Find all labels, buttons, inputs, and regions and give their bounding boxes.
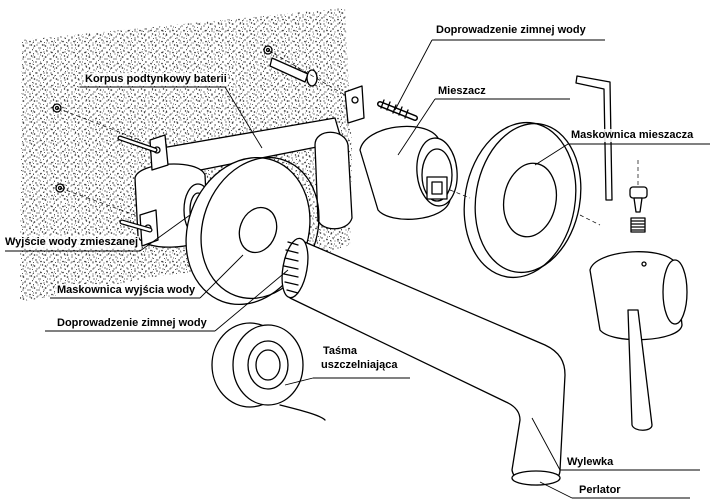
label-mixed-water-outlet: Wyjście wody zmieszanej [4,236,140,249]
spout-drawing [281,237,566,486]
axis-lines [56,49,639,226]
mixer-cover-drawing [463,121,582,279]
hex-key-drawing [575,75,648,233]
label-cold-water-supply-bottom: Doprowadzenie zimnej wody [56,317,208,330]
label-outlet-cover: Maskownica wyjścia wody [56,284,197,297]
label-concealed-body: Korpus podtynkowy baterii [84,73,228,86]
label-sealing-tape-line1: Taśma [322,345,359,358]
concealed-body-drawing [134,85,365,248]
label-mixer-cover: Maskownica mieszacza [570,129,695,142]
mixer-drawing [359,125,458,220]
sealing-tape-drawing [211,322,326,421]
label-mixer: Mieszacz [437,85,487,98]
label-aerator: Perlator [578,484,622,497]
label-sealing-tape-line2: uszczelniająca [320,359,399,372]
leader-lines [5,39,710,499]
wall-anchors-drawing [52,45,418,233]
lever-handle-drawing [589,251,688,431]
label-cold-water-supply-top: Doprowadzenie zimnej wody [435,24,587,37]
label-spout: Wylewka [566,456,615,469]
